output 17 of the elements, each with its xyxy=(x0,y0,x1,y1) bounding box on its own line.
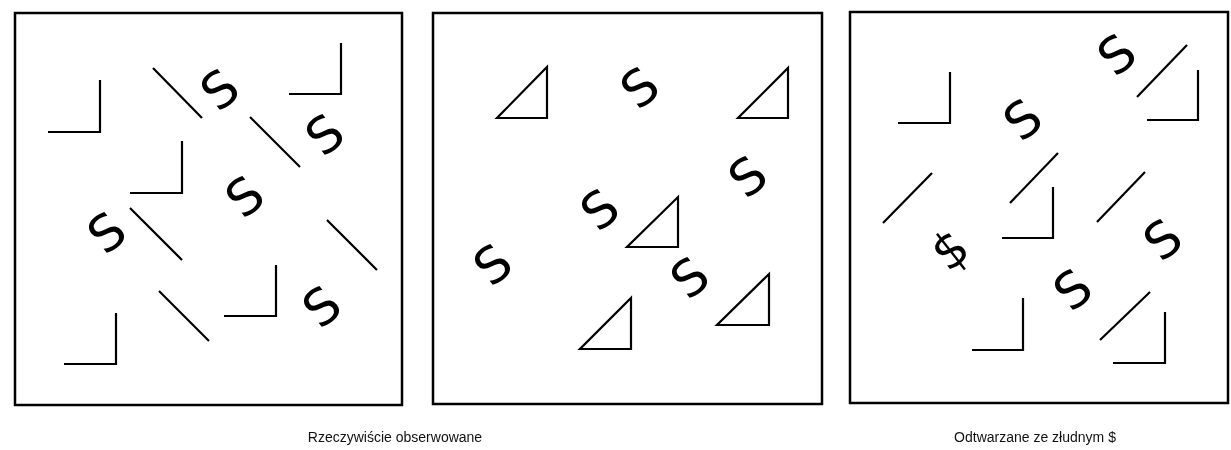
letter: S xyxy=(662,248,718,308)
letter: S xyxy=(192,60,248,120)
letter: S xyxy=(465,235,521,295)
caption: Rzeczywiście obserwowane xyxy=(307,429,483,445)
letter: S xyxy=(995,90,1051,150)
letter: S xyxy=(1089,25,1145,85)
letter: $ xyxy=(922,220,978,280)
letter: S xyxy=(720,147,776,207)
letter: S xyxy=(79,203,135,263)
caption: Odtwarzane ze złudnym $ xyxy=(954,429,1116,445)
letter: S xyxy=(297,105,353,165)
letter: S xyxy=(294,277,350,337)
letter: S xyxy=(1045,260,1101,320)
letter: S xyxy=(1135,210,1191,270)
letter: S xyxy=(612,58,668,118)
letter: S xyxy=(572,180,628,240)
letter: S xyxy=(217,167,273,227)
